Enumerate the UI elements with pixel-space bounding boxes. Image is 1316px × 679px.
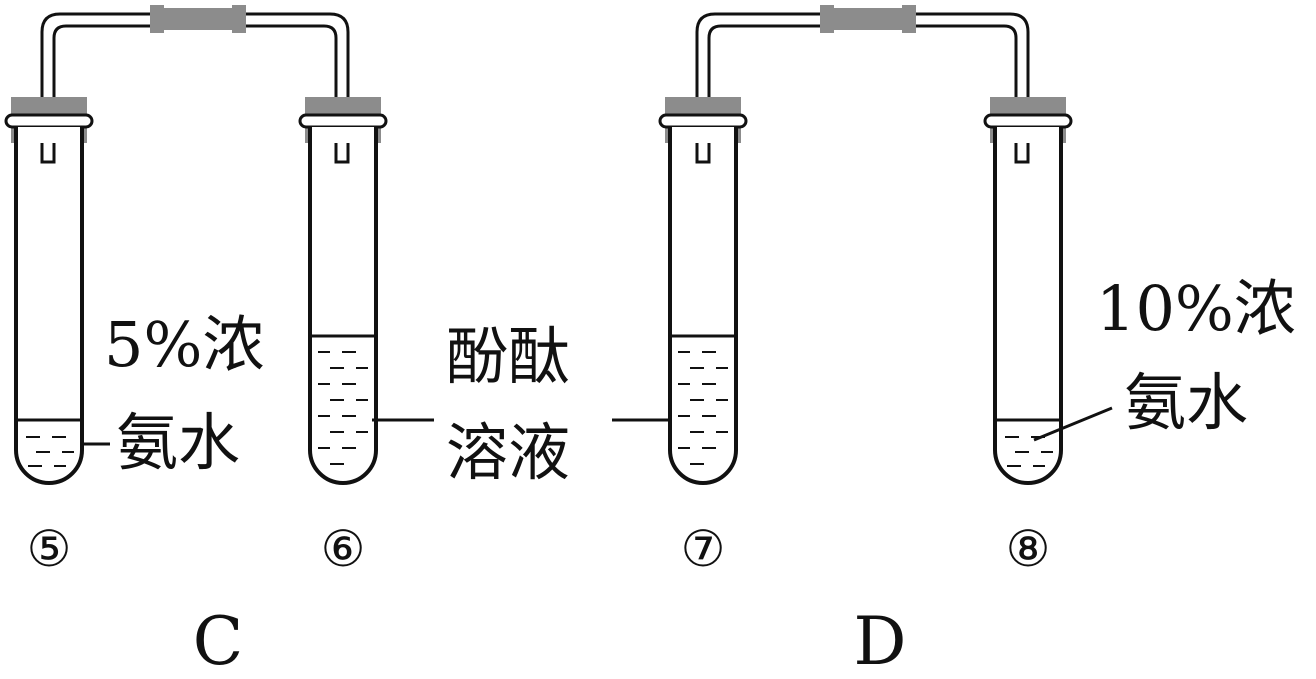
rubber-coupling-c: [156, 8, 240, 30]
label-phenol-line1: 酚酞: [446, 320, 570, 393]
liquid-7: [670, 334, 736, 465]
tube-body-7: [668, 127, 738, 485]
tube-inlet-5: [40, 143, 56, 164]
coupling-end-d-left: [820, 5, 834, 33]
label-ammonia-d-line2: 氨水: [1124, 366, 1248, 439]
caption-d: D: [854, 603, 907, 674]
tube-number-7: ⑦: [681, 520, 726, 578]
tube-lip-8: [983, 113, 1073, 129]
tube-lip-6: [298, 113, 388, 129]
label-ammonia-d-line1: 10%浓: [1096, 272, 1296, 345]
tube-inlet-8: [1014, 143, 1030, 164]
tube-number-5: ⑤: [27, 520, 72, 578]
phenolphthalein-label: 酚酞 溶液: [372, 320, 674, 489]
liquid-5: [16, 418, 82, 467]
coupling-end-c-left: [150, 5, 164, 33]
tube-body-5: [14, 127, 84, 485]
rubber-coupling-d: [826, 8, 910, 30]
label-ammonia-c-line1: 5%浓: [104, 308, 264, 381]
coupling-end-c-right: [232, 5, 246, 33]
tube-inlet-6: [334, 143, 350, 164]
setup-d: ⑦ ⑧ 10%浓 氨水 D: [658, 5, 1296, 679]
leader-line-ammonia-d: [1033, 406, 1113, 442]
test-tube-8: ⑧: [983, 97, 1073, 578]
tube-number-8: ⑧: [1006, 520, 1051, 578]
caption-c: C: [193, 603, 244, 674]
tube-body-6: [308, 127, 378, 485]
test-tube-5: ⑤: [4, 97, 94, 578]
tube-lip-5: [4, 113, 94, 129]
setup-c: ⑤ ⑥: [4, 5, 388, 679]
label-phenol-line2: 溶液: [446, 416, 570, 489]
tube-lip-7: [658, 113, 748, 129]
tube-inlet-7: [695, 143, 711, 164]
liquid-6: [310, 334, 376, 465]
tube-number-6: ⑥: [321, 520, 366, 578]
test-tube-6: ⑥: [298, 97, 388, 578]
test-tube-7: ⑦: [658, 97, 748, 578]
label-ammonia-c-line2: 氨水: [116, 406, 240, 479]
coupling-end-d-right: [902, 5, 916, 33]
tube-body-8: [993, 127, 1063, 485]
